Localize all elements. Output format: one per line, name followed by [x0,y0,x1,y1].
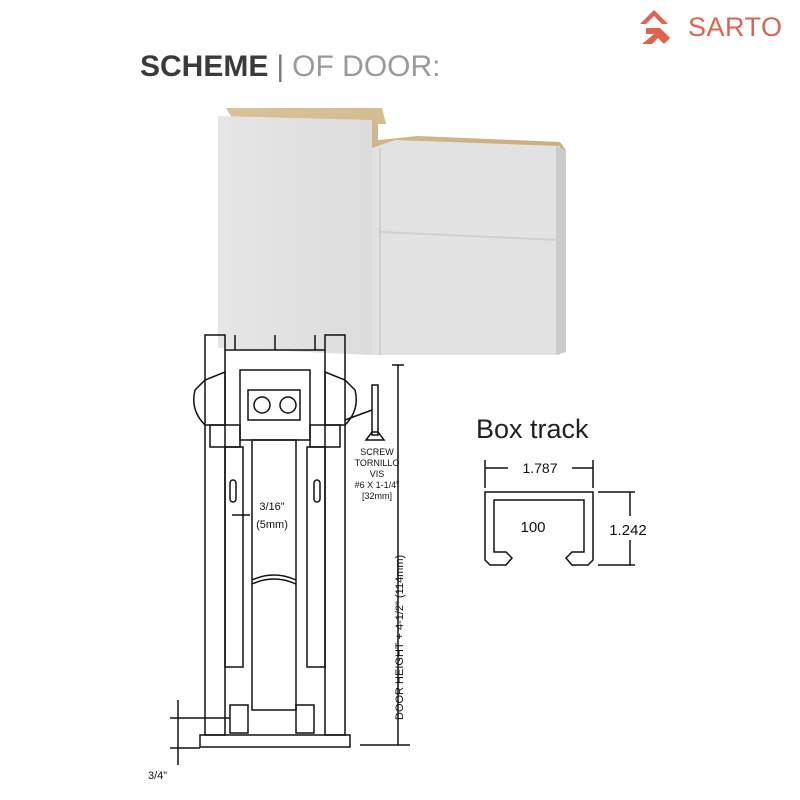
screw-label-2: TORNILLO [355,458,400,468]
screw-label-1: SCREW [360,447,394,457]
height-label: DOOR HEIGHT + 4-1/2" (114mm) [394,555,406,720]
door-panel [251,439,297,711]
floor-label: 3/4" [148,770,167,782]
gap-metric-label: (5mm) [256,519,288,531]
box-track-center-value: 100 [520,519,545,536]
screw-label-3: VIS [370,469,385,479]
screw-label-4: #6 X 1-1/4" [355,480,400,490]
title-light: OF DOOR: [292,50,441,83]
brand-logo: SARTO [636,6,783,48]
floor-guide-right [295,704,315,734]
box-track-title: Box track [476,414,589,444]
screw-label-5: [32mm] [362,491,392,501]
page-title: SCHEME|OF DOOR: [140,50,441,84]
door-right-panel [372,140,560,355]
floor-guide-left [229,704,249,734]
sarto-logo-icon [640,10,670,44]
floor-base [199,734,351,748]
door-left-panel [218,116,372,355]
title-separator: | [276,50,285,83]
gap-label: 3/16" [259,501,284,513]
brand-name: SARTO [688,11,783,42]
box-track-width: 1.787 [522,460,557,476]
trolley [247,389,301,421]
box-track-height: 1.242 [609,522,647,539]
box-track-outline [484,491,594,566]
title-bold: SCHEME [140,50,269,83]
